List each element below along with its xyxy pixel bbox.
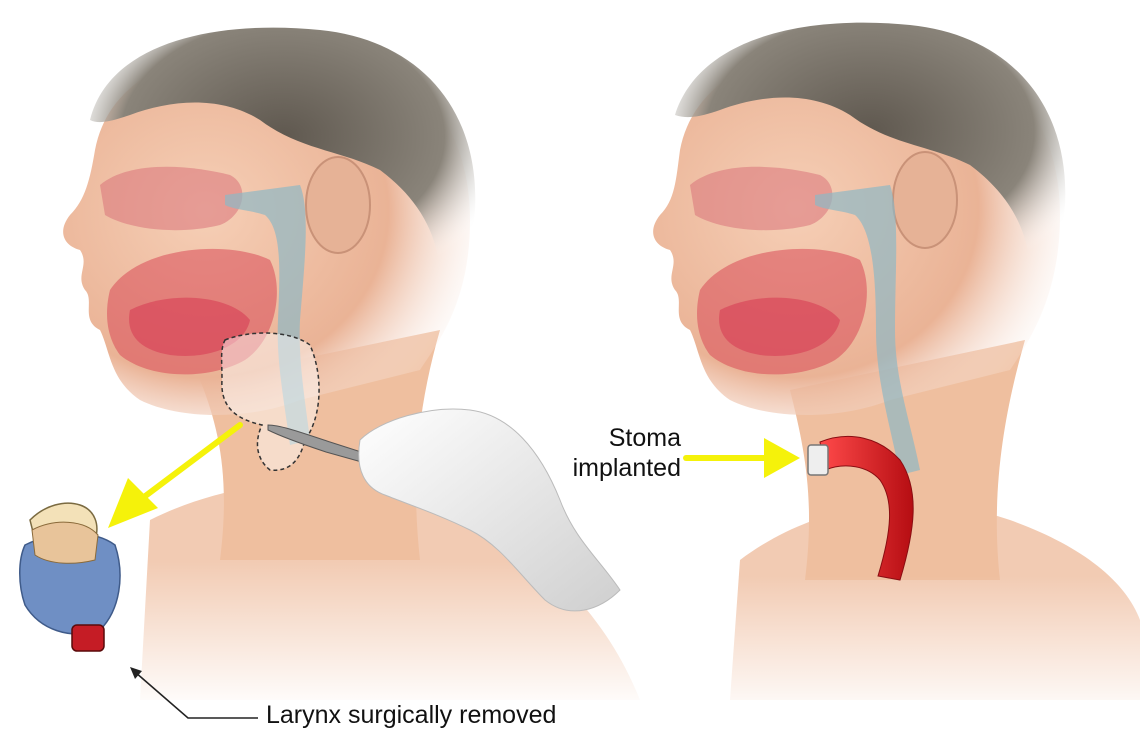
right-ear [893, 152, 957, 248]
stoma-label-line1: Stoma [555, 423, 681, 453]
right-head-figure [650, 23, 1145, 720]
left-nasal-cavity [100, 167, 242, 230]
stoma-label-line2: implanted [555, 453, 681, 483]
right-nasal-cavity [690, 167, 832, 230]
stoma-opening [808, 445, 828, 475]
left-ear [306, 157, 370, 253]
larynx-removed-label: Larynx surgically removed [266, 700, 556, 730]
stoma-implanted-label: Stoma implanted [555, 423, 681, 483]
larynx-trachea [72, 625, 104, 651]
larynx-upper [32, 522, 98, 563]
